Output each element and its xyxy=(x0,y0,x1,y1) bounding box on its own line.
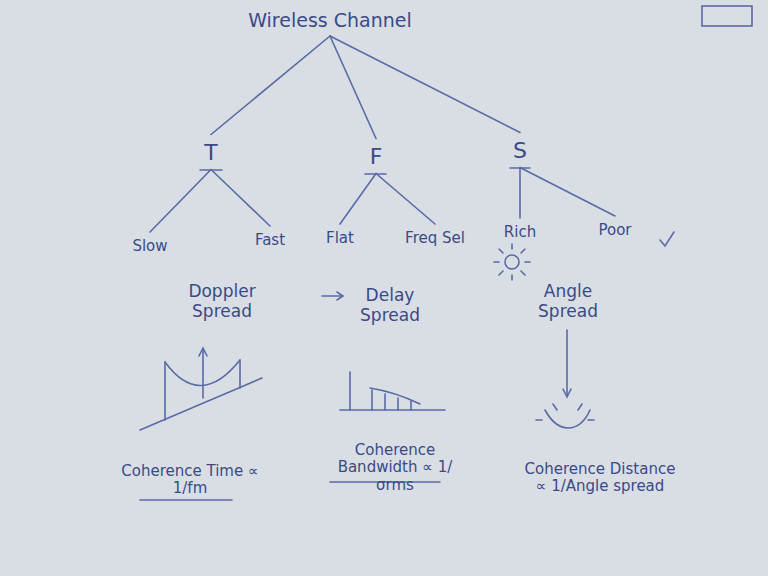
tree-branch xyxy=(211,170,270,227)
annotation: Coherence Time ∝ 1/fm xyxy=(115,463,265,498)
tree-node: Flat xyxy=(322,227,358,249)
tree-node: Poor xyxy=(594,219,635,241)
annotation: Delay Spread xyxy=(350,286,430,325)
tree-node: Slow xyxy=(128,235,171,257)
tree-node: F xyxy=(366,142,387,171)
tree-branch xyxy=(150,170,211,233)
tree-branch xyxy=(376,174,435,225)
node-text: S xyxy=(513,138,527,163)
corner-box xyxy=(702,6,752,26)
tree-branch xyxy=(211,36,330,135)
annotation: Doppler Spread xyxy=(177,282,267,321)
annotation: Coherence Bandwidth ∝ 1/σrms xyxy=(320,442,470,494)
annotation: Angle Spread xyxy=(523,282,613,321)
tree-branch xyxy=(340,174,376,225)
tree-branch xyxy=(330,36,520,133)
tree-node: Freq Sel xyxy=(401,227,469,249)
tree-node: Wireless Channel xyxy=(244,7,416,33)
tree-branch xyxy=(330,36,376,139)
node-text: Freq Sel xyxy=(405,229,465,247)
tree-node: Fast xyxy=(251,229,289,251)
tree-branch xyxy=(520,168,521,219)
node-text: Poor xyxy=(598,221,631,239)
tree-node: T xyxy=(200,138,221,167)
tree-branch xyxy=(520,168,615,217)
annotation: Coherence Distance ∝ 1/Angle spread xyxy=(520,461,680,496)
node-text: T xyxy=(204,140,217,165)
tree-node: S xyxy=(509,136,531,165)
node-text: F xyxy=(370,144,383,169)
node-text: Slow xyxy=(132,237,167,255)
node-text: Flat xyxy=(326,229,354,247)
node-text: Wireless Channel xyxy=(248,9,412,31)
tree-node: Rich xyxy=(500,221,540,243)
node-text: Rich xyxy=(504,223,536,241)
node-text: Fast xyxy=(255,231,285,249)
